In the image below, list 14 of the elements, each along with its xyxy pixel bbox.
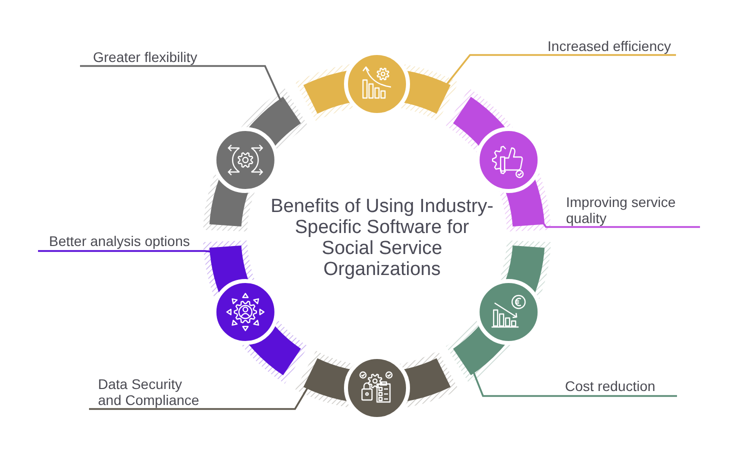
ring-segment	[446, 240, 551, 384]
ring-segment	[203, 240, 308, 384]
leader-line	[444, 54, 676, 86]
diagram-title: Benefits of Using Industry-Specific Software for Social Service Organizations	[270, 196, 494, 280]
callout-label: Increased efficiency	[548, 38, 671, 54]
leader-line	[472, 370, 677, 397]
callout-label: Cost reduction	[565, 378, 656, 394]
leader-line	[38, 250, 213, 253]
leader-line	[80, 65, 282, 102]
callout-label: Greater flexibility	[93, 49, 198, 65]
callout-label: Better analysis options	[49, 233, 190, 249]
callout-label: Data Security and Compliance	[98, 376, 204, 408]
leader-line	[89, 386, 310, 410]
callout-label: Improving service quality	[566, 194, 696, 226]
